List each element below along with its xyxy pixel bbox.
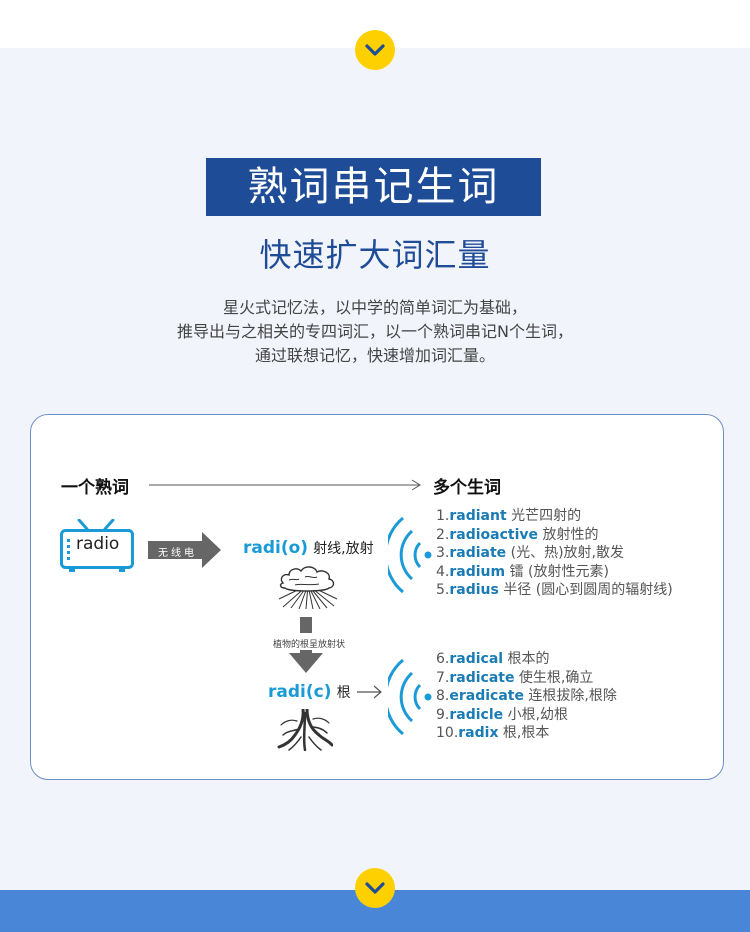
list-item: 9.radicle 小根,幼根 <box>436 706 569 723</box>
description-line: 星火式记忆法，以中学的简单词汇为基础， <box>222 298 527 317</box>
list-item: 2.radioactive 放射性的 <box>436 526 599 543</box>
page-subtitle: 快速扩大词汇量 <box>259 236 491 274</box>
list-item: 8.eradicate 连根拔除,根除 <box>436 688 617 704</box>
chevron-down-icon[interactable] <box>355 30 395 70</box>
list-item: 7.radicate 使生根,确立 <box>436 669 594 686</box>
signal-wave-icon <box>388 516 432 594</box>
signal-wave-icon <box>388 658 432 736</box>
left-header: 一个熟词 <box>61 478 129 498</box>
arrow-right-icon <box>149 479 421 491</box>
root-2: radi(c) 根 <box>268 682 351 702</box>
tv-icon <box>60 519 134 572</box>
arrow-right-icon <box>148 532 221 568</box>
right-header: 多个生词 <box>433 478 501 498</box>
root-word: radi(o) <box>243 538 309 558</box>
root-meaning: 射线,放射 <box>313 541 374 557</box>
root-meaning: 根 <box>336 685 351 701</box>
description-line: 通过联想记忆，快速增加词汇量。 <box>254 346 495 365</box>
word-diagram-card: 一个熟词 多个生词 radio 无线电 radi(o) 射线,放射 <box>30 414 724 780</box>
arrow-label: 无线电 <box>158 548 197 559</box>
description-line: 推导出与之相关的专四词汇，以一个熟词串记N个生词， <box>177 322 573 341</box>
plant-roots-icon <box>277 709 333 751</box>
list-item: 3.radiate (光、热)放射,散发 <box>436 545 624 561</box>
arrow-right-icon <box>357 685 382 699</box>
list-item: 1.radiant 光芒四射的 <box>436 508 582 524</box>
tv-label: radio <box>76 534 120 554</box>
chevron-down-icon[interactable] <box>355 868 395 908</box>
list-item: 6.radical 根本的 <box>436 651 550 667</box>
list-item: 4.radium 镭 (放射性元素) <box>436 563 609 580</box>
root-1: radi(o) 射线,放射 <box>243 538 374 558</box>
root-word: radi(c) <box>268 682 332 702</box>
transition-note: 植物的根呈放射状 <box>271 637 348 650</box>
word-list-radical: 6.radical 根本的 7.radicate 使生根,确立 8.eradic… <box>436 650 617 743</box>
word-list-radiate: 1.radiant 光芒四射的 2.radioactive 放射性的 3.rad… <box>436 507 673 600</box>
radiating-cloud-icon <box>278 566 338 609</box>
list-item: 5.radius 半径 (圆心到圆周的辐射线) <box>436 582 673 598</box>
page-title: 熟词串记生词 <box>206 158 541 216</box>
list-item: 10.radix 根,根本 <box>436 725 550 741</box>
description: 星火式记忆法，以中学的简单词汇为基础， 推导出与之相关的专四词汇，以一个熟词串记… <box>0 296 750 368</box>
